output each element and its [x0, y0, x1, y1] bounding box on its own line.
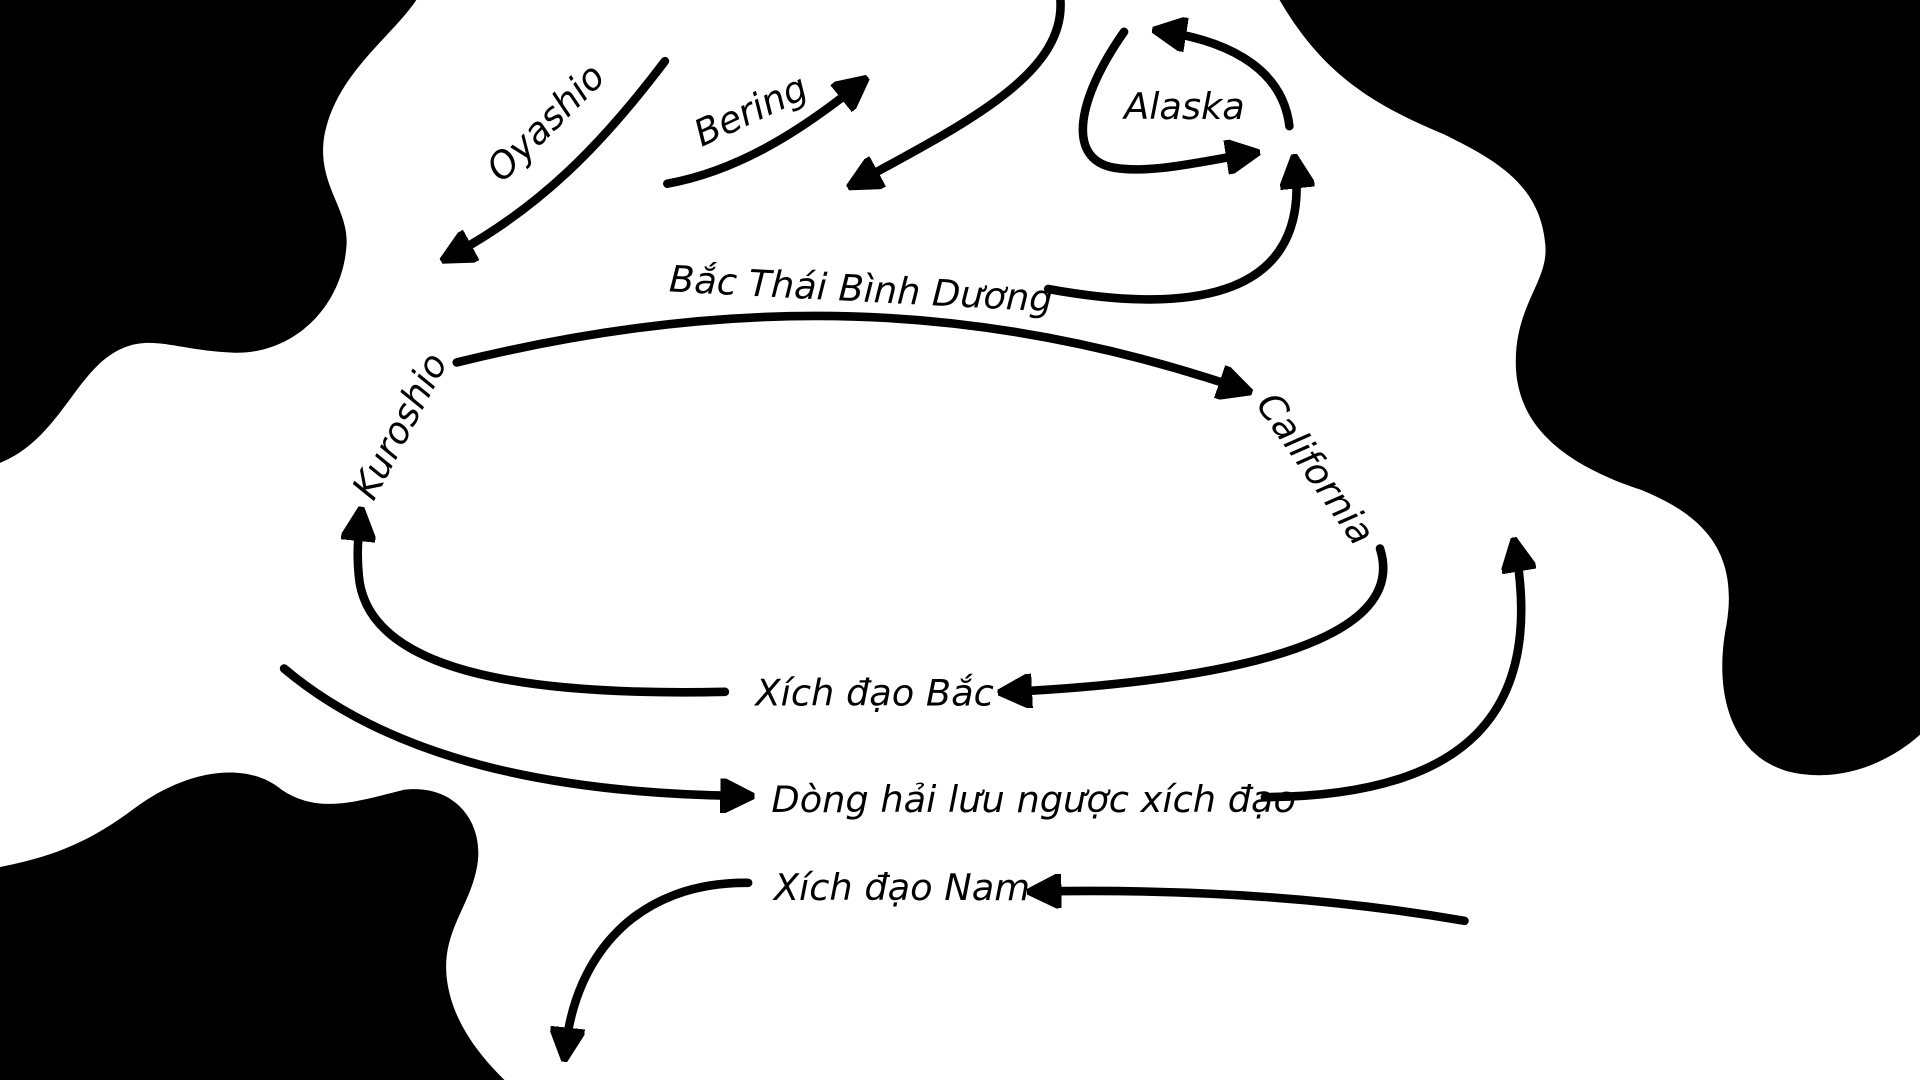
south-equatorial-outflow-arrow — [566, 878, 753, 1048]
alaska-loop-arrow — [1078, 27, 1247, 170]
label-north-pacific: Bắc Thái Bình Dương — [668, 257, 1054, 320]
label-south-equatorial: Xích đạo Nam — [772, 866, 1030, 909]
landmass-north-america — [1279, 0, 1920, 776]
label-california: California — [1248, 385, 1384, 553]
landmass-asia — [0, 0, 417, 463]
counter-equatorial-outflow-arrow — [1260, 551, 1521, 802]
bering-current-arrow — [663, 86, 857, 188]
counter-equatorial-inflow-arrow — [279, 664, 741, 796]
label-counter-equatorial: Dòng hải lưu ngược xích đạo — [771, 778, 1296, 821]
alaska-return-arrow — [860, 0, 1065, 181]
label-north-equatorial: Xích đạo Bắc — [754, 671, 994, 714]
label-oyashio: Oyashio — [478, 55, 613, 190]
label-kuroshio: Kuroshio — [343, 346, 456, 507]
california-current-arrow — [1011, 544, 1388, 692]
label-alaska: Alaska — [1122, 85, 1245, 128]
label-bering: Bering — [687, 66, 814, 156]
north-equatorial-to-kuroshio-arrow — [358, 520, 730, 697]
oyashio-current-arrow — [453, 56, 670, 254]
north-pacific-current-arrow — [452, 311, 1239, 388]
landmass-australia — [0, 772, 505, 1080]
north-pacific-to-alaska-arrow — [1043, 168, 1296, 304]
south-equatorial-inflow-arrow — [1041, 891, 1469, 926]
alaska-north-arrow — [1166, 32, 1294, 131]
